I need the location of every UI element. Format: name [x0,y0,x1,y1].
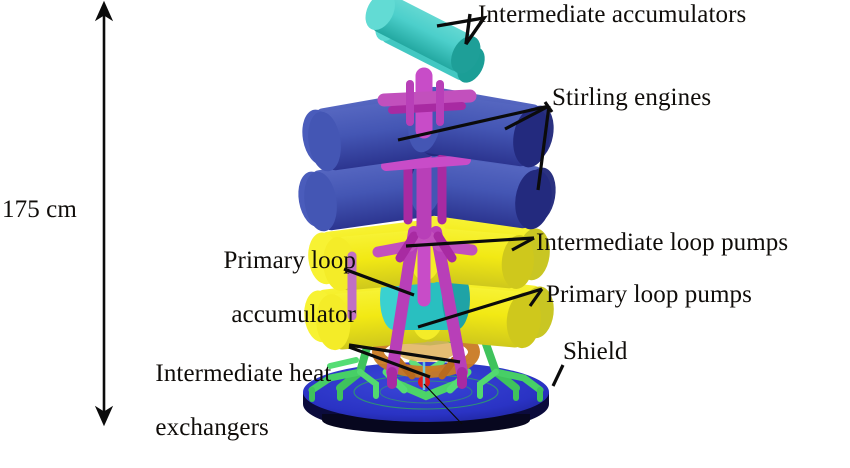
figure-canvas: 175 cm Intermediate accumulators Stirlin… [2,0,789,441]
intermediate-accumulators [365,0,485,83]
leader-ihx-1 [348,343,461,364]
label-primary-loop-accumulator-line1: Primary loop [223,247,356,274]
label-intermediate-loop-pumps: Intermediate loop pumps [536,229,789,256]
leader-primary-loop-accumulator [343,267,415,297]
leader-intermediate-loop-pumps [405,236,535,248]
leader-stirling-3 [536,105,551,191]
label-shield: Shield [563,338,628,365]
label-primary-loop-accumulator-line2: accumulator [231,301,356,328]
label-intermediate-heat-exchangers: Intermediate heat exchangers [130,333,358,468]
reactor-illustration [94,0,565,434]
leader-primary-loop-pumps [417,287,543,329]
label-stirling-engines: Stirling engines [552,84,712,111]
label-intermediate-heat-exchangers-line1: Intermediate heat [155,360,332,387]
leader-core-marker [423,383,463,425]
stirling-engines-lower-tier [298,148,556,232]
leader-intermediate-accumulators [436,13,488,45]
dimension-arrow-down [94,405,114,427]
dimension-arrow-up [94,0,114,22]
label-primary-loop-accumulator: Primary loop accumulator [184,220,356,355]
dimension-line-175cm [94,0,114,427]
leader-ihx-2 [348,345,431,379]
leader-stirling-1 [397,104,550,142]
leader-stirling-2 [504,104,550,131]
dimension-label-175cm: 175 cm [2,196,77,223]
label-intermediate-heat-exchangers-line2: exchangers [155,414,269,441]
leader-lines [343,13,565,425]
leader-shield [551,364,565,387]
label-intermediate-accumulators: Intermediate accumulators [478,1,747,28]
label-primary-loop-pumps: Primary loop pumps [546,281,752,308]
magenta-cross-manifold [377,67,477,139]
